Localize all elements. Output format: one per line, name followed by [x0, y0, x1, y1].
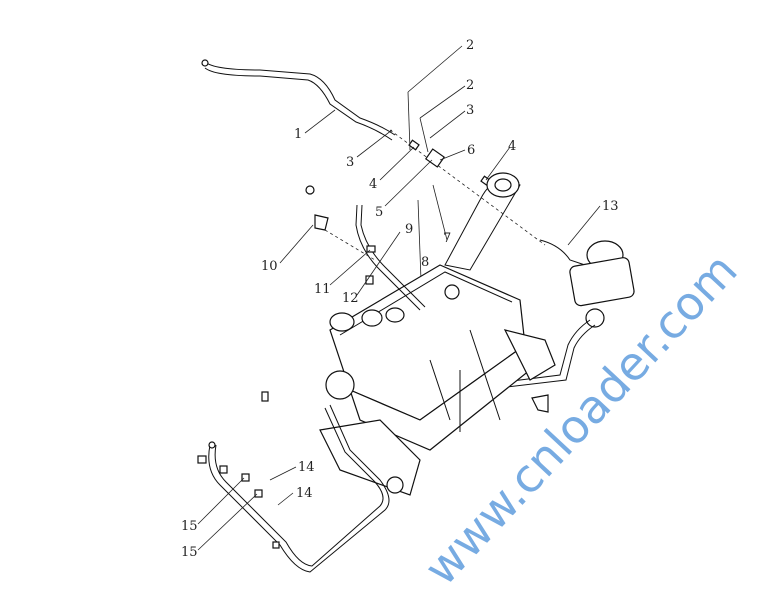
callout-14: 14: [296, 486, 313, 501]
callout-8: 8: [421, 255, 429, 270]
fuel-filter-13: [479, 239, 635, 391]
callout-10: 10: [261, 259, 278, 274]
coolant-tank: [444, 172, 521, 271]
pipe-1: [201, 59, 396, 141]
callout-4: 4: [508, 139, 516, 154]
callout-4: 4: [369, 177, 377, 192]
callout-3: 3: [466, 103, 474, 118]
callout-2: 2: [466, 78, 474, 93]
callout-5: 5: [375, 205, 383, 220]
callout-2: 2: [466, 38, 474, 53]
callout-13: 13: [602, 199, 619, 214]
hoses-left: [261, 185, 426, 402]
callout-labels: 2 2 3 1 3 4 4 5 6 7 8 9 10 11 12 13 14 1…: [181, 38, 619, 560]
callout-15: 15: [181, 519, 198, 534]
leader-lines: [197, 45, 601, 551]
callout-3: 3: [346, 155, 354, 170]
callout-11: 11: [314, 282, 331, 297]
callout-6: 6: [467, 143, 475, 158]
callout-15: 15: [181, 545, 198, 560]
callout-14: 14: [298, 460, 315, 475]
callout-1: 1: [294, 127, 302, 142]
callout-7: 7: [443, 231, 451, 246]
callout-9: 9: [405, 222, 413, 237]
callout-12: 12: [342, 291, 359, 306]
pipe-lower: [197, 404, 390, 573]
fittings-chain: [389, 91, 546, 281]
